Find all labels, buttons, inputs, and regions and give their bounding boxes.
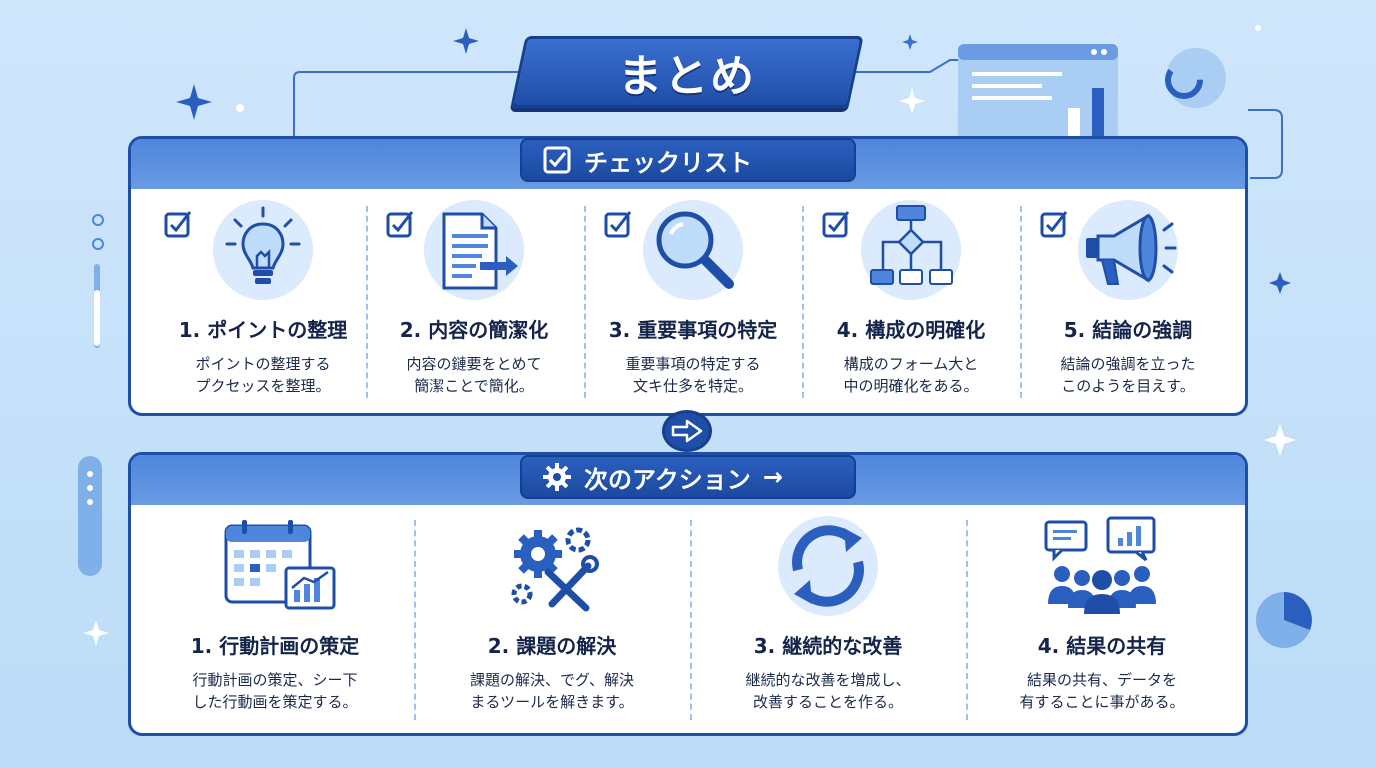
action-item-title: 3. 継続的な改善 — [753, 634, 903, 658]
action-item-title: 2. 課題の解決 — [487, 634, 617, 658]
checkbox-icon — [164, 211, 192, 238]
action-item-desc: 課題の解決、でグ、解決 — [470, 671, 634, 689]
checklist-item-desc: 結論の強調を立った — [1060, 355, 1196, 373]
checklist-item-desc: 中の明確化をある。 — [843, 377, 979, 395]
checklist-item-desc: このようを目えす。 — [1061, 377, 1195, 395]
actions-header-arrow: → — [762, 463, 783, 491]
magnifier-icon — [643, 200, 743, 300]
action-item-desc: した行動画を策定する。 — [192, 693, 358, 711]
checkbox-icon — [822, 211, 850, 238]
checklist-item: 2. 内容の簡潔化 内容の鏈要をとめて 簡潔ことで簡化。 — [364, 200, 584, 397]
checklist-header-label: チェックリスト — [584, 148, 752, 177]
checklist-item-title: 1. ポイントの整理 — [178, 318, 348, 342]
checklist-item-title: 2. 内容の簡潔化 — [399, 318, 549, 342]
pie-chart-icon — [1165, 48, 1226, 108]
action-item-desc: まるツールを解きます。 — [470, 693, 634, 711]
checkbox-icon — [1040, 211, 1068, 238]
action-item: 1. 行動計画の策定 行動計画の策定、シー下 した行動画を策定する。 — [136, 516, 414, 713]
action-item: 2. 課題の解決 課題の解決、でグ、解決 まるツールを解きます。 — [414, 516, 690, 713]
document-icon — [424, 200, 524, 300]
actions-header: 次のアクション → — [520, 455, 856, 499]
gear-icon — [543, 463, 571, 491]
checklist-item: 5. 結論の強調 結論の強調を立った このようを目えす。 — [1020, 200, 1236, 397]
pie-chart-icon — [1256, 592, 1312, 648]
action-item: 4. 結果の共有 結果の共有、データを 有することに事がある。 — [966, 516, 1238, 713]
actions-header-label: 次のアクション — [584, 465, 751, 494]
checklist-item-desc: 文キ仕多を特定。 — [632, 377, 753, 395]
checklist-item-desc: 簡潔ことで簡化。 — [414, 377, 534, 395]
checkbox-icon — [386, 211, 414, 238]
next-arrow-badge — [662, 410, 712, 452]
checklist-item-title: 4. 構成の明確化 — [836, 318, 986, 342]
arrow-right-icon — [671, 419, 703, 443]
checklist-item-desc: 重要事項の特定する — [625, 355, 761, 373]
action-item-desc: 結果の共有、データを — [1026, 671, 1177, 689]
sparkle-icon — [176, 28, 1291, 294]
megaphone-icon — [1078, 200, 1178, 300]
browser-window-icon — [958, 44, 1118, 144]
action-item: 3. 継続的な改善 継続的な改善を増成し、 改善することを作る。 — [690, 516, 966, 713]
people-share-icon — [1042, 516, 1162, 616]
action-item-desc: 行動計画の策定、シー下 — [192, 671, 358, 689]
action-item-desc: 改善することを作る。 — [752, 693, 903, 711]
gears-tools-icon — [502, 516, 602, 616]
checklist-item: 4. 構成の明確化 構成のフォーム大と 中の明確化をある。 — [802, 200, 1020, 397]
page-title: まとめ — [618, 51, 756, 102]
calendar-chart-icon — [220, 516, 336, 616]
flowchart-icon — [861, 200, 961, 300]
action-item-desc: 継続的な改善を増成し、 — [745, 671, 911, 689]
checklist-item-desc: プクセッスを整理。 — [195, 377, 331, 395]
checkbox-icon — [604, 211, 632, 238]
cycle-arrows-icon — [778, 516, 878, 616]
action-item-title: 4. 結果の共有 — [1037, 634, 1167, 658]
checkbox-icon — [543, 146, 571, 174]
checklist-item-desc: 構成のフォーム大と — [843, 355, 979, 373]
checklist-header: チェックリスト — [520, 138, 856, 182]
action-item-desc: 有することに事がある。 — [1019, 693, 1185, 711]
title-banner: まとめ — [510, 36, 864, 108]
checklist-item-desc: 内容の鏈要をとめて — [406, 355, 542, 373]
checklist-item: 1. ポイントの整理 ポイントの整理する プクセッスを整理。 — [146, 200, 380, 397]
checklist-item: 3. 重要事項の特定 重要事項の特定する 文キ仕多を特定。 — [584, 200, 802, 397]
checklist-item-title: 5. 結論の強調 — [1063, 318, 1193, 342]
action-item-title: 1. 行動計画の策定 — [190, 634, 360, 658]
checklist-item-title: 3. 重要事項の特定 — [608, 318, 778, 342]
lightbulb-icon — [213, 200, 313, 300]
checklist-item-desc: ポイントの整理する — [195, 355, 331, 373]
